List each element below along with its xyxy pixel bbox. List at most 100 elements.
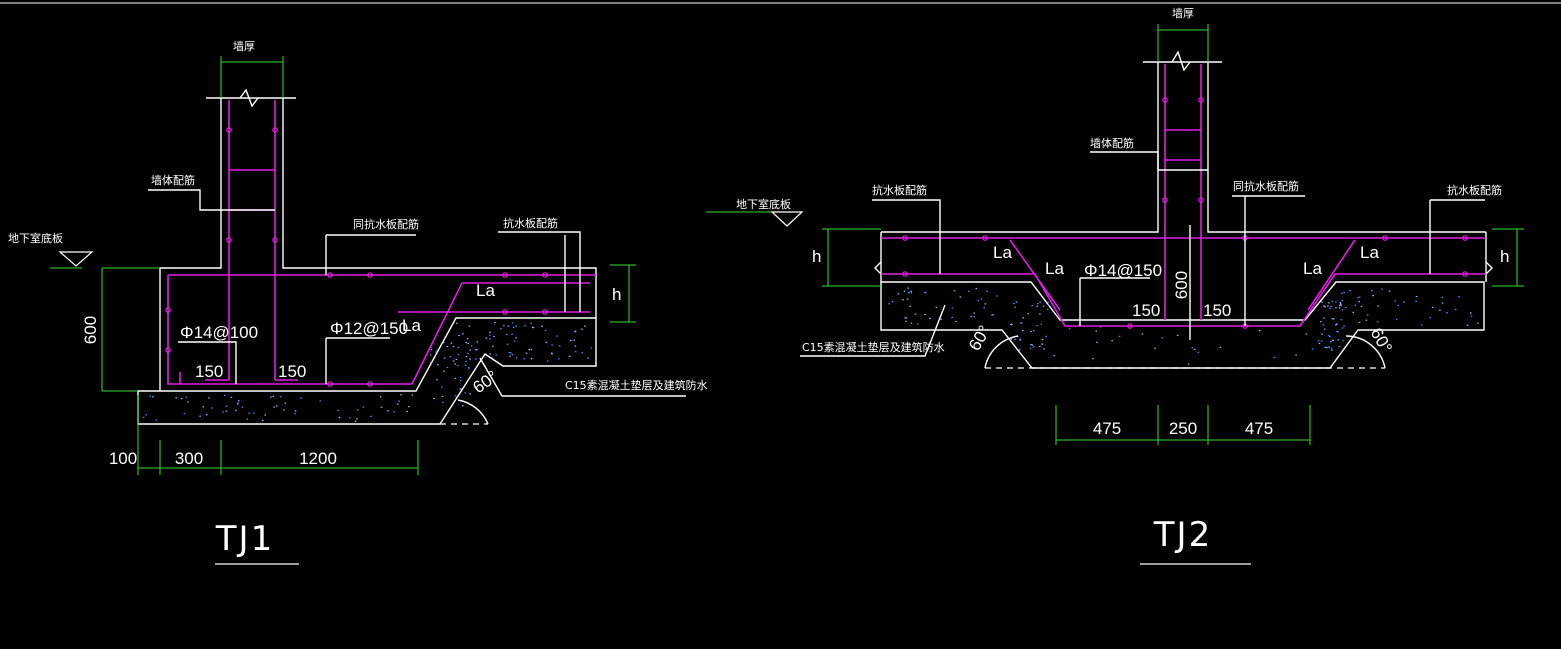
- aggregate-speck: [514, 340, 516, 342]
- aggregate-speck: [1038, 345, 1041, 347]
- tj2-dim-475-left: 475: [1093, 419, 1121, 438]
- aggregate-speck: [955, 320, 957, 323]
- tj1-h-label: h: [612, 285, 621, 304]
- aggregate-speck: [485, 337, 488, 339]
- tj2-la-1: La: [993, 243, 1012, 262]
- aggregate-speck: [1397, 304, 1399, 306]
- aggregate-speck: [1328, 346, 1330, 348]
- aggregate-speck: [1340, 319, 1343, 321]
- aggregate-speck: [1029, 347, 1032, 349]
- aggregate-speck: [1334, 324, 1337, 326]
- tj2-h-right: h: [1500, 247, 1509, 266]
- aggregate-speck: [1321, 301, 1324, 303]
- aggregate-speck: [393, 411, 395, 413]
- aggregate-speck: [992, 314, 994, 316]
- tj2-wall-thickness-label: 墙厚: [1172, 6, 1194, 20]
- aggregate-speck: [1331, 318, 1334, 320]
- aggregate-speck: [1338, 307, 1341, 309]
- tj2-hook-b: 150: [1203, 301, 1231, 320]
- aggregate-speck: [1030, 330, 1032, 333]
- aggregate-speck: [532, 327, 535, 329]
- aggregate-speck: [1324, 346, 1326, 348]
- aggregate-speck: [902, 299, 904, 301]
- aggregate-speck: [1332, 339, 1334, 341]
- aggregate-speck: [1258, 330, 1261, 332]
- aggregate-speck: [515, 325, 517, 327]
- aggregate-speck: [1047, 304, 1050, 306]
- aggregate-speck: [476, 341, 479, 343]
- tj2-cushion-layer: [880, 281, 1485, 369]
- aggregate-speck: [541, 325, 543, 327]
- aggregate-speck: [528, 349, 530, 351]
- tj2-left-break: [874, 261, 882, 275]
- tj2-basement-floor-label: 地下室底板: [736, 197, 791, 211]
- aggregate-speck: [551, 352, 553, 354]
- aggregate-speck: [468, 368, 470, 370]
- tj1-wall-rebar-label: 墙体配筋: [151, 173, 195, 187]
- tj1-title: TJ1: [215, 519, 274, 559]
- tj1-cushion-aggregate: [142, 322, 593, 422]
- tj2-rebar-dots: [902, 97, 1468, 329]
- aggregate-speck: [1333, 318, 1335, 320]
- aggregate-speck: [1042, 305, 1045, 307]
- aggregate-speck: [530, 322, 532, 324]
- aggregate-speck: [968, 290, 970, 292]
- aggregate-speck: [910, 290, 912, 292]
- aggregate-speck: [953, 290, 956, 292]
- tj2-break-symbol: [1171, 50, 1191, 72]
- aggregate-speck: [545, 341, 548, 343]
- aggregate-speck: [142, 416, 145, 418]
- aggregate-speck: [1273, 356, 1276, 358]
- aggregate-speck: [1420, 324, 1423, 326]
- aggregate-speck: [574, 345, 577, 347]
- aggregate-speck: [903, 290, 906, 292]
- aggregate-speck: [452, 346, 455, 348]
- aggregate-speck: [1323, 305, 1325, 307]
- aggregate-speck: [284, 402, 287, 404]
- tj2-wall-rebar-label: 墙体配筋: [1090, 136, 1134, 150]
- aggregate-speck: [282, 409, 285, 411]
- aggregate-speck: [454, 363, 456, 365]
- aggregate-speck: [238, 400, 240, 402]
- aggregate-speck: [272, 395, 274, 397]
- aggregate-speck: [1376, 321, 1379, 323]
- aggregate-speck: [1330, 347, 1333, 349]
- aggregate-speck: [397, 403, 399, 405]
- aggregate-speck: [558, 345, 561, 347]
- aggregate-speck: [454, 377, 457, 379]
- tj1-dim-100: 100: [109, 449, 137, 468]
- aggregate-speck: [581, 352, 583, 354]
- aggregate-speck: [1014, 338, 1016, 340]
- aggregate-speck: [1352, 311, 1355, 313]
- aggregate-speck: [1341, 327, 1344, 329]
- aggregate-speck: [356, 418, 358, 420]
- aggregate-speck: [443, 357, 446, 359]
- tj1-slab-rebar-label: 抗水板配筋: [503, 216, 558, 230]
- aggregate-speck: [1320, 321, 1322, 323]
- aggregate-speck: [149, 395, 151, 397]
- aggregate-speck: [237, 402, 239, 404]
- aggregate-speck: [511, 322, 514, 324]
- aggregate-speck: [465, 360, 467, 363]
- aggregate-speck: [940, 318, 942, 320]
- tj1-wall-thickness-label: 墙厚: [233, 39, 255, 53]
- aggregate-speck: [446, 366, 449, 368]
- aggregate-speck: [456, 322, 458, 324]
- aggregate-speck: [973, 316, 976, 318]
- aggregate-speck: [1328, 335, 1330, 337]
- aggregate-speck: [337, 409, 340, 412]
- tj1-dim-600: 600: [81, 316, 100, 344]
- aggregate-speck: [1041, 343, 1043, 345]
- aggregate-speck: [225, 405, 228, 407]
- aggregate-speck: [1036, 305, 1038, 307]
- aggregate-speck: [489, 353, 491, 355]
- aggregate-speck: [152, 396, 154, 398]
- aggregate-speck: [551, 353, 553, 355]
- aggregate-speck: [411, 394, 414, 396]
- aggregate-speck: [581, 328, 583, 330]
- tj1-break-symbol: [239, 88, 259, 108]
- aggregate-speck: [1046, 308, 1049, 310]
- aggregate-speck: [175, 397, 177, 399]
- aggregate-speck: [1394, 300, 1396, 302]
- aggregate-speck: [294, 410, 297, 412]
